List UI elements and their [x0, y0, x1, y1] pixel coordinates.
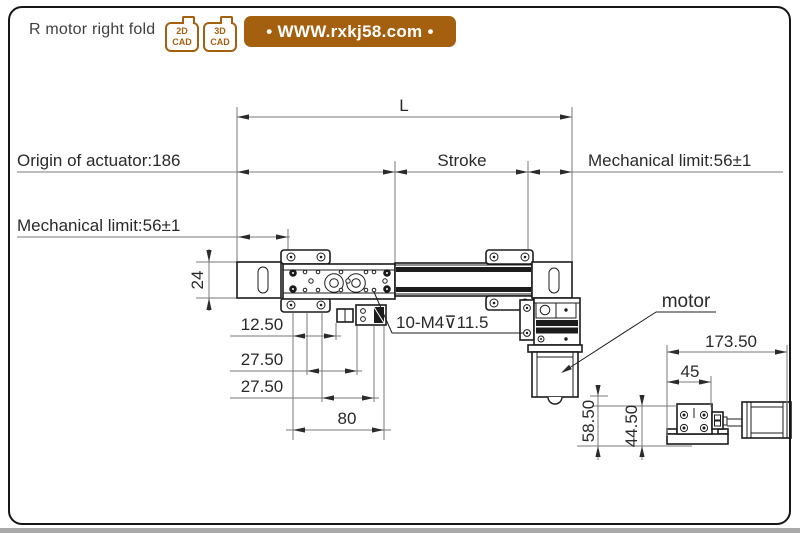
right-end-block	[531, 261, 573, 299]
dimension-24: 24	[188, 249, 237, 311]
dimension-mech-limit-left: Mechanical limit:56±1	[17, 216, 290, 252]
page-title: R motor right fold	[29, 21, 156, 38]
dim-58-50-label: 58.50	[579, 400, 598, 443]
dim-27-50a-label: 27.50	[241, 350, 284, 369]
left-end-block	[236, 261, 282, 299]
cad-2d-badge-bottom: CAD	[172, 37, 192, 47]
thread-note-callout: 10-M4⊽11.5	[373, 291, 523, 334]
cad-2d-badge-top: 2D	[176, 26, 188, 36]
dimension-origin-stroke-mechlimit: Origin of actuator:186 Stroke Mechanical…	[17, 151, 783, 263]
dim-L-label: L	[399, 96, 408, 115]
cad-2d-badge[interactable]: 2D CAD	[165, 16, 199, 52]
cad-3d-badge-top: 3D	[214, 26, 226, 36]
dim-origin-label: Origin of actuator:186	[17, 151, 180, 170]
dimension-chain-bottom: 12.50 27.50 27.50 80	[230, 313, 391, 440]
side-view-dimensions: 173.50 45 58.50 44.50	[577, 332, 788, 460]
cad-3d-badge[interactable]: 3D CAD	[203, 16, 237, 52]
dim-24-label: 24	[188, 271, 207, 290]
dim-12-50-label: 12.50	[241, 315, 284, 334]
website-banner[interactable]: • WWW.rxkj58.com •	[244, 16, 456, 47]
folded-motor-assembly	[519, 297, 583, 405]
bottom-edge-strip	[0, 528, 800, 533]
sensor-connector-blocks	[336, 304, 387, 326]
side-carriage-block	[676, 403, 713, 435]
thread-note-label: 10-M4⊽11.5	[396, 313, 488, 332]
side-motor	[741, 401, 792, 439]
motor-callout: motor	[561, 291, 716, 373]
side-connector	[711, 411, 742, 430]
dim-mech-limit-right-label: Mechanical limit:56±1	[588, 151, 751, 170]
actuator-side-view	[666, 401, 792, 445]
dim-27-50b-label: 27.50	[241, 377, 284, 396]
dim-mech-limit-left-label: Mechanical limit:56±1	[17, 216, 180, 235]
actuator-top-view	[236, 249, 583, 405]
motor-label: motor	[662, 291, 711, 312]
carriage-plate	[282, 263, 396, 300]
dim-80-label: 80	[338, 409, 357, 428]
dimension-overall-length: L	[236, 96, 573, 262]
header: R motor right fold 2D CAD 3D CAD • WWW.r…	[0, 0, 800, 60]
dim-44-50-label: 44.50	[622, 405, 641, 448]
dim-173-50-label: 173.50	[705, 332, 757, 351]
guide-rail	[394, 262, 533, 297]
dim-45-label: 45	[681, 362, 700, 381]
dim-stroke-label: Stroke	[437, 151, 486, 170]
cad-3d-badge-bottom: CAD	[210, 37, 230, 47]
